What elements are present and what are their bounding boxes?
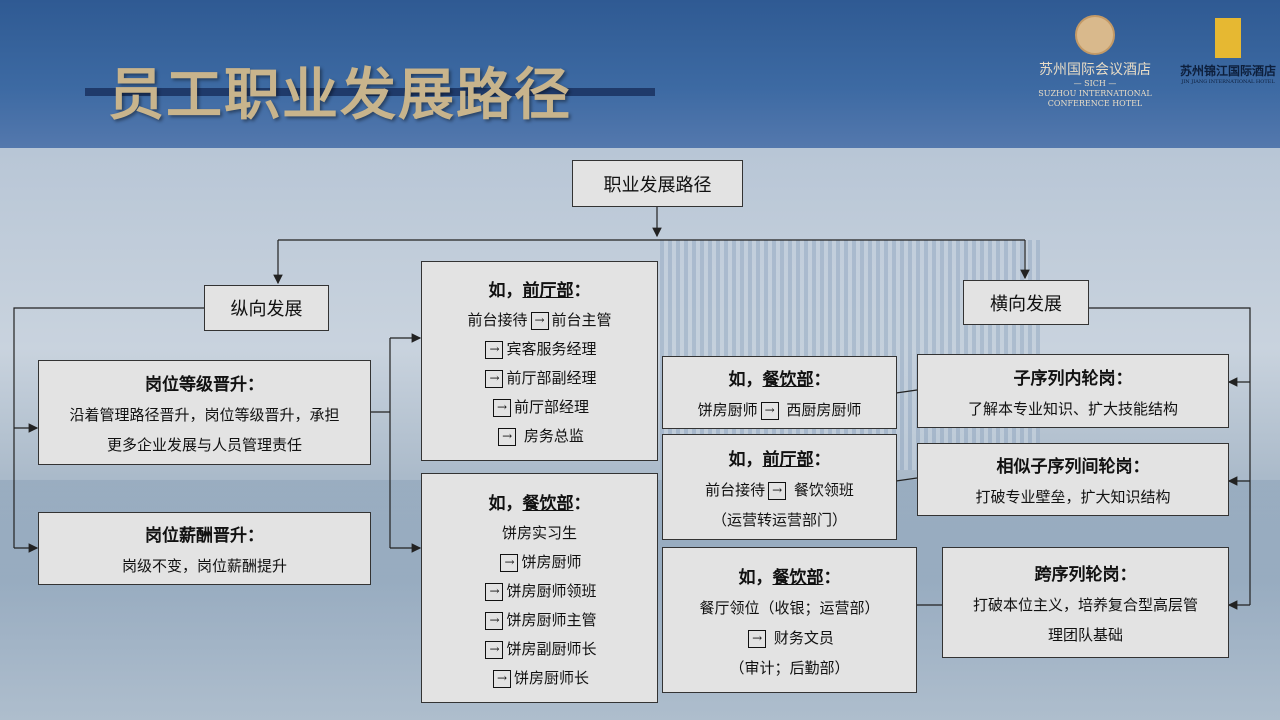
prefix: 如， [488, 493, 523, 514]
arrow-icon: → [492, 669, 511, 688]
arrow-icon: → [760, 402, 779, 420]
dept: 餐饮部 [762, 370, 814, 390]
step: 房务总监 [523, 427, 584, 445]
from: 饼房厨师 [697, 401, 758, 419]
arrow-icon: → [768, 481, 787, 500]
horizontal-node: 横向发展 [963, 280, 1089, 325]
root-node: 职业发展路径 [572, 160, 743, 207]
suffix: ： [573, 493, 591, 514]
step: 饼房实习生 [501, 523, 577, 542]
logo-abbr: — SICH — [1073, 79, 1117, 88]
arrow-icon: → [485, 640, 504, 659]
vertical-node: 纵向发展 [204, 285, 329, 331]
logo-en2: CONFERENCE HOTEL [1047, 99, 1143, 108]
salary-title: 岗位薪酬晋升： [145, 526, 264, 546]
prefix: 如， [728, 449, 763, 470]
item-desc: 理团队基础 [1047, 626, 1123, 644]
dept: 餐饮部 [522, 493, 574, 514]
vertical-label: 纵向发展 [230, 299, 303, 320]
arrow-icon: → [530, 312, 549, 330]
from: 前台接待 [705, 480, 766, 499]
front-office-example-box: 如，前厅部： 前台接待→前台主管 →宾客服务经理 →前厅部副经理 →前厅部经理 … [421, 261, 658, 461]
jj-mark-icon [1215, 18, 1241, 58]
horizontal-label: 横向发展 [990, 293, 1062, 315]
horizontal-example-2: 如，前厅部： 前台接待→ 餐饮领班 （运营转运营部门） [662, 434, 897, 540]
sich-logo: 苏州国际会议酒店 — SICH — SUZHOU INTERNATIONAL C… [1030, 15, 1160, 109]
logo-en: JIN JIANG INTERNATIONAL HOTEL [1181, 79, 1275, 85]
rotation-within-subseq-box: 子序列内轮岗： 了解本专业知识、扩大技能结构 [917, 354, 1229, 428]
step: 前台接待 [467, 311, 528, 329]
note: （审计；后勤部） [729, 658, 850, 677]
step: 宾客服务经理 [506, 340, 597, 358]
prefix: 如， [738, 567, 773, 588]
arrow-icon: → [485, 341, 504, 359]
suffix: ： [573, 281, 591, 301]
arrow-icon: → [492, 399, 511, 417]
to: 西厨房厨师 [786, 401, 862, 419]
to: 餐饮领班 [793, 480, 854, 499]
item-desc: 了解本专业知识、扩大技能结构 [967, 399, 1178, 418]
from: 餐厅领位（收银；运营部） [699, 598, 880, 617]
step: 饼房厨师领班 [506, 581, 597, 600]
step: 前厅部经理 [513, 398, 589, 416]
fnb-example-box: 如，餐饮部： 饼房实习生 →饼房厨师 →饼房厨师领班 →饼房厨师主管 →饼房副厨… [421, 473, 658, 703]
title-underline-bar [85, 88, 655, 96]
step: 饼房厨师主管 [506, 610, 597, 629]
salary-promotion-box: 岗位薪酬晋升： 岗级不变，岗位薪酬提升 [38, 512, 371, 585]
grade-desc: 更多企业发展与人员管理责任 [106, 436, 302, 454]
arrow-icon: → [500, 553, 519, 572]
to: 财务文员 [773, 628, 834, 647]
suffix: ： [823, 567, 841, 588]
item-title: 子序列内轮岗： [1013, 368, 1133, 389]
step: 前台主管 [551, 311, 612, 329]
step: 饼房厨师长 [513, 668, 589, 687]
arrow-icon: → [485, 370, 504, 388]
horizontal-example-1: 如，餐饮部： 饼房厨师→ 西厨房厨师 [662, 356, 897, 429]
item-desc: 打破本位主义，培养复合型高层管 [972, 596, 1198, 614]
dept: 前厅部 [762, 449, 814, 470]
coin-icon [1075, 15, 1115, 55]
root-label: 职业发展路径 [603, 174, 712, 196]
logo-en1: SUZHOU INTERNATIONAL [1038, 89, 1152, 98]
jinjiang-logo: 苏州锦江国际酒店 JIN JIANG INTERNATIONAL HOTEL [1178, 18, 1278, 85]
dept: 前厅部 [522, 281, 574, 301]
suffix: ： [813, 370, 831, 390]
salary-desc: 岗级不变，岗位薪酬提升 [121, 557, 287, 575]
suffix: ： [813, 449, 831, 470]
prefix: 如， [728, 370, 763, 390]
arrow-icon: → [485, 582, 504, 601]
step: 饼房副厨师长 [506, 639, 597, 658]
arrow-icon: → [485, 611, 504, 630]
rotation-similar-subseq-box: 相似子序列间轮岗： 打破专业壁垒，扩大知识结构 [917, 443, 1229, 516]
grade-desc: 沿着管理路径晋升，岗位等级晋升，承担 [69, 406, 340, 424]
grade-title: 岗位等级晋升： [145, 375, 264, 395]
rotation-cross-seq-box: 跨序列轮岗： 打破本位主义，培养复合型高层管 理团队基础 [942, 547, 1229, 658]
page-title: 员工职业发展路径 [108, 63, 572, 128]
dept: 餐饮部 [772, 567, 824, 588]
logo-name: 苏州国际会议酒店 [1039, 62, 1151, 78]
horizontal-example-3: 如，餐饮部： 餐厅领位（收银；运营部） → 财务文员 （审计；后勤部） [662, 547, 917, 693]
note: （运营转运营部门） [711, 510, 847, 529]
item-title: 相似子序列间轮岗： [996, 457, 1150, 477]
step: 饼房厨师 [521, 552, 582, 571]
header-band [0, 0, 1280, 148]
grade-promotion-box: 岗位等级晋升： 沿着管理路径晋升，岗位等级晋升，承担 更多企业发展与人员管理责任 [38, 360, 371, 465]
arrow-icon: → [498, 428, 517, 446]
prefix: 如， [488, 281, 523, 301]
item-desc: 打破专业壁垒，扩大知识结构 [975, 488, 1171, 506]
item-title: 跨序列轮岗： [1034, 565, 1137, 585]
arrow-icon: → [748, 629, 767, 648]
logo-name: 苏州锦江国际酒店 [1179, 64, 1276, 78]
step: 前厅部副经理 [506, 369, 597, 387]
